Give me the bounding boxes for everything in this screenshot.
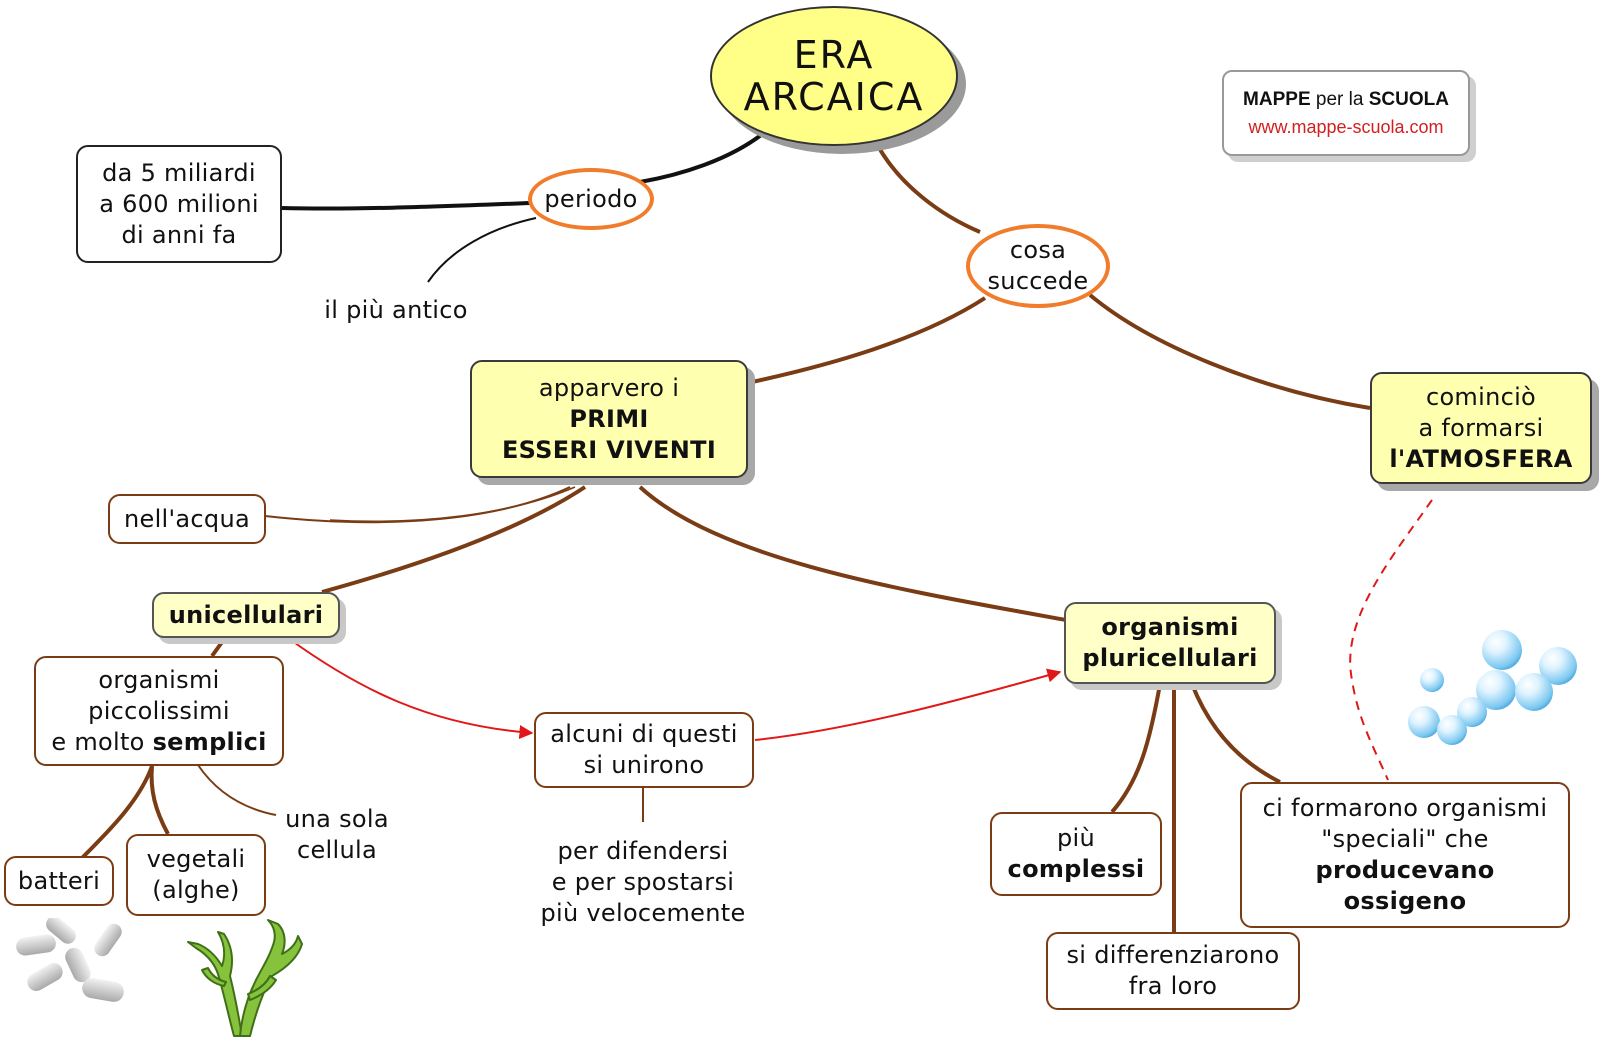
- difendersi-line1: per difendersi: [557, 836, 729, 865]
- primi-esseri-node: apparvero i PRIMI ESSERI VIVENTI: [470, 360, 748, 478]
- sola-line2: cellula: [297, 836, 377, 864]
- logo-per-la: per la: [1315, 89, 1364, 110]
- link-title-periodo: [639, 130, 767, 184]
- vegetali-node: vegetali (alghe): [126, 834, 266, 916]
- link-primi-pluri: [638, 485, 1067, 622]
- difendersi-line2: e per spostarsi: [551, 867, 735, 896]
- piccolissimi-node: organismi piccolissimi e molto semplici: [34, 656, 284, 766]
- complessi-line2: complessi: [1007, 855, 1145, 883]
- title-line1: ERA: [793, 33, 875, 77]
- batteri-label: batteri: [17, 866, 101, 895]
- atmosfera-node: cominciò a formarsi l'ATMOSFERA: [1370, 372, 1592, 484]
- pluricellulari-node: organismi pluricellulari: [1064, 602, 1276, 684]
- primi-line1: apparvero i: [538, 373, 680, 402]
- speciali-node: ci formarono organismi "speciali" che pr…: [1240, 782, 1570, 928]
- picc-line2: piccolissimi: [88, 696, 230, 725]
- dates-line1: da 5 miliardi: [102, 158, 256, 187]
- link-periodo-antico: [427, 217, 537, 283]
- acqua-node: nell'acqua: [108, 494, 266, 544]
- piu-antico-node: il più antico: [312, 292, 480, 328]
- unirono-line1: alcuni di questi: [550, 720, 738, 748]
- speciali-line3: producevano: [1315, 856, 1495, 884]
- unirono-line2: si unirono: [583, 751, 705, 779]
- speciali-line2: "speciali" che: [1321, 825, 1489, 853]
- link-title-cosa: [876, 145, 981, 234]
- complessi-node: più complessi: [990, 812, 1162, 896]
- vegetali-line1: vegetali: [146, 845, 246, 873]
- logo-line1: MAPPE per la SCUOLA: [1243, 86, 1449, 114]
- link-pluri-speciali: [1190, 683, 1281, 784]
- cosa-line2: succede: [987, 267, 1089, 295]
- pluri-line1: organismi: [1101, 613, 1239, 641]
- vegetali-line2: (alghe): [152, 876, 240, 904]
- differenziarono-node: si differenziarono fra loro: [1046, 932, 1300, 1010]
- picc-line1: organismi: [98, 665, 220, 694]
- title-node: ERA ARCAICA: [710, 6, 958, 146]
- dates-line2: a 600 milioni: [99, 189, 259, 218]
- link-picc-batteri: [80, 765, 154, 860]
- primi-line2: PRIMI: [569, 404, 649, 433]
- link-picc-sola: [197, 764, 277, 816]
- link-primi-acqua-2: [329, 486, 576, 522]
- differenz-line2: fra loro: [1128, 972, 1218, 1000]
- title-line2: ARCAICA: [743, 75, 925, 119]
- bacteria-illustration: [16, 918, 124, 1002]
- periodo-node: periodo: [528, 168, 654, 230]
- piu-antico-label: il più antico: [324, 295, 468, 324]
- sola-cellula-node: una sola cellula: [272, 800, 402, 870]
- unicellulari-node: unicellulari: [152, 592, 340, 638]
- unirono-node: alcuni di questi si unirono: [534, 712, 754, 788]
- picc-line3a: e molto: [51, 727, 153, 756]
- link-picc-vegetali: [149, 765, 170, 835]
- picc-line3b: semplici: [152, 727, 267, 756]
- picc-line3: e molto semplici: [51, 727, 266, 758]
- dates-line3: di anni fa: [121, 220, 237, 249]
- atmosfera-line2: a formarsi: [1418, 413, 1544, 442]
- unicellulari-label: unicellulari: [168, 600, 324, 629]
- speciali-line1: ci formarono organismi: [1262, 794, 1548, 822]
- link-periodo-dates: [281, 201, 531, 211]
- logo-url: www.mappe-scuola.com: [1248, 117, 1444, 137]
- pluri-line2: pluricellulari: [1082, 644, 1258, 672]
- mappe-scuola-logo[interactable]: MAPPE per la SCUOLA www.mappe-scuola.com: [1222, 70, 1470, 156]
- cosa-succede-node: cosa succede: [966, 224, 1110, 308]
- algae-illustration: [187, 919, 303, 1037]
- speciali-line4: ossigeno: [1343, 887, 1467, 915]
- complessi-line1: più: [1056, 824, 1095, 852]
- sola-line1: una sola: [285, 805, 389, 833]
- link-pluri-complessi: [1110, 683, 1162, 814]
- acqua-label: nell'acqua: [124, 504, 250, 533]
- difendersi-node: per difendersi e per spostarsi più veloc…: [526, 832, 760, 932]
- dates-node: da 5 miliardi a 600 milioni di anni fa: [76, 145, 282, 263]
- link-uni-piccolissimi: [210, 636, 227, 658]
- difendersi-line3: più velocemente: [540, 898, 746, 927]
- link-cosa-atmosfera: [1088, 293, 1371, 410]
- batteri-node: batteri: [4, 856, 114, 906]
- logo-mappe: MAPPE: [1243, 89, 1311, 110]
- cosa-line1: cosa: [1009, 236, 1067, 264]
- oxygen-bubbles-illustration: [1408, 630, 1577, 745]
- logo-scuola: SCUOLA: [1368, 89, 1449, 110]
- differenz-line1: si differenziarono: [1066, 941, 1280, 969]
- link-primi-unicellulari: [321, 485, 587, 594]
- arrow-unirono-pluri: [754, 668, 1062, 741]
- periodo-label: periodo: [544, 184, 638, 213]
- primi-line3: ESSERI VIVENTI: [501, 435, 717, 464]
- arrow-uni-unirono: [287, 637, 534, 739]
- atmosfera-line3: l'ATMOSFERA: [1389, 444, 1573, 473]
- atmosfera-line1: cominciò: [1425, 382, 1537, 411]
- link-cosa-primi: [751, 296, 987, 384]
- link-atmosfera-speciali: [1349, 499, 1433, 781]
